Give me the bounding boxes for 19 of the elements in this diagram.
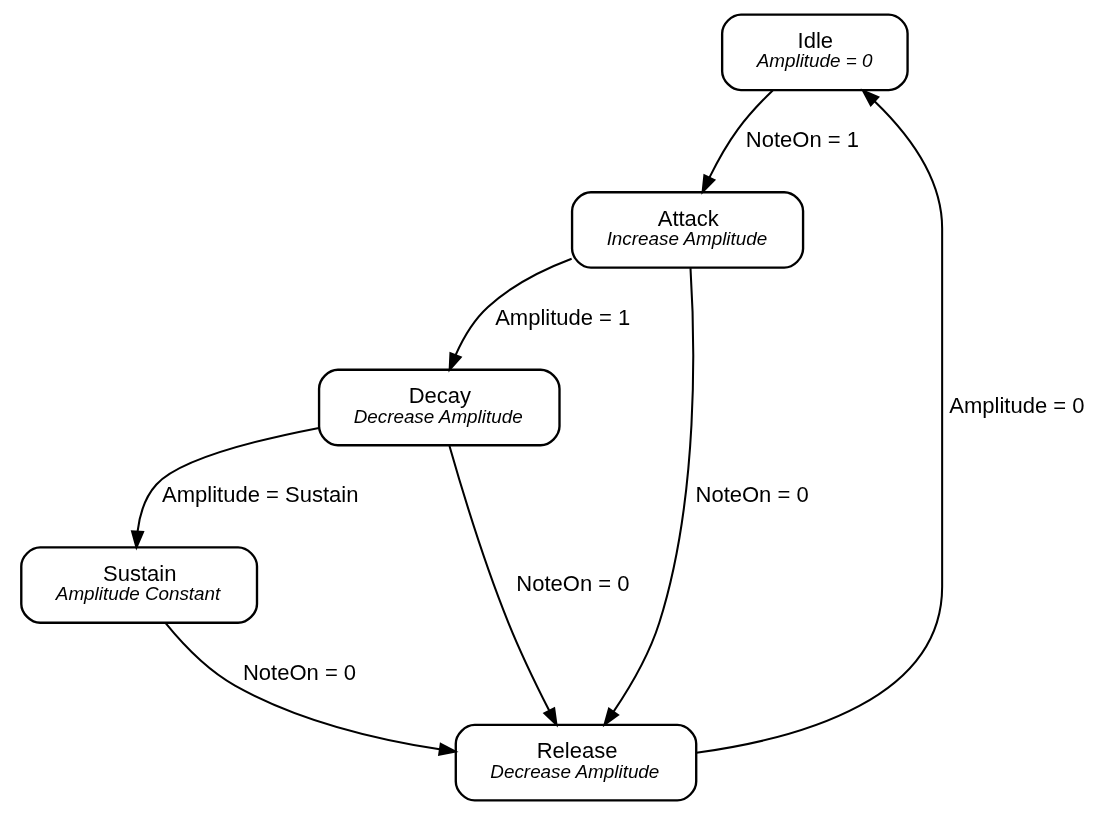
arrow xyxy=(602,268,695,728)
edge-label: NoteOn = 0 xyxy=(695,482,809,508)
edge-label: NoteOn = 0 xyxy=(516,570,630,596)
node-box: Idle Amplitude = 0 xyxy=(720,13,909,92)
node-box: Decay Decrease Amplitude xyxy=(317,368,561,447)
edge-label: Amplitude = 1 xyxy=(495,304,631,330)
edge-label: NoteOn = 0 xyxy=(242,659,357,685)
node-box: Release Decrease Amplitude xyxy=(454,723,698,802)
arrow xyxy=(696,88,944,754)
node-box: Sustain Amplitude Constant xyxy=(20,546,259,624)
arrow xyxy=(164,622,459,757)
arrow xyxy=(701,89,774,195)
node-box: Attack Increase Amplitude xyxy=(570,191,805,269)
edge-label: Amplitude = 0 xyxy=(949,393,1085,419)
arrow xyxy=(448,445,558,728)
arrow xyxy=(448,257,572,373)
edge-label: Amplitude = Sustain xyxy=(162,482,359,508)
edge-label: NoteOn = 1 xyxy=(745,126,859,152)
arrow xyxy=(130,426,320,551)
